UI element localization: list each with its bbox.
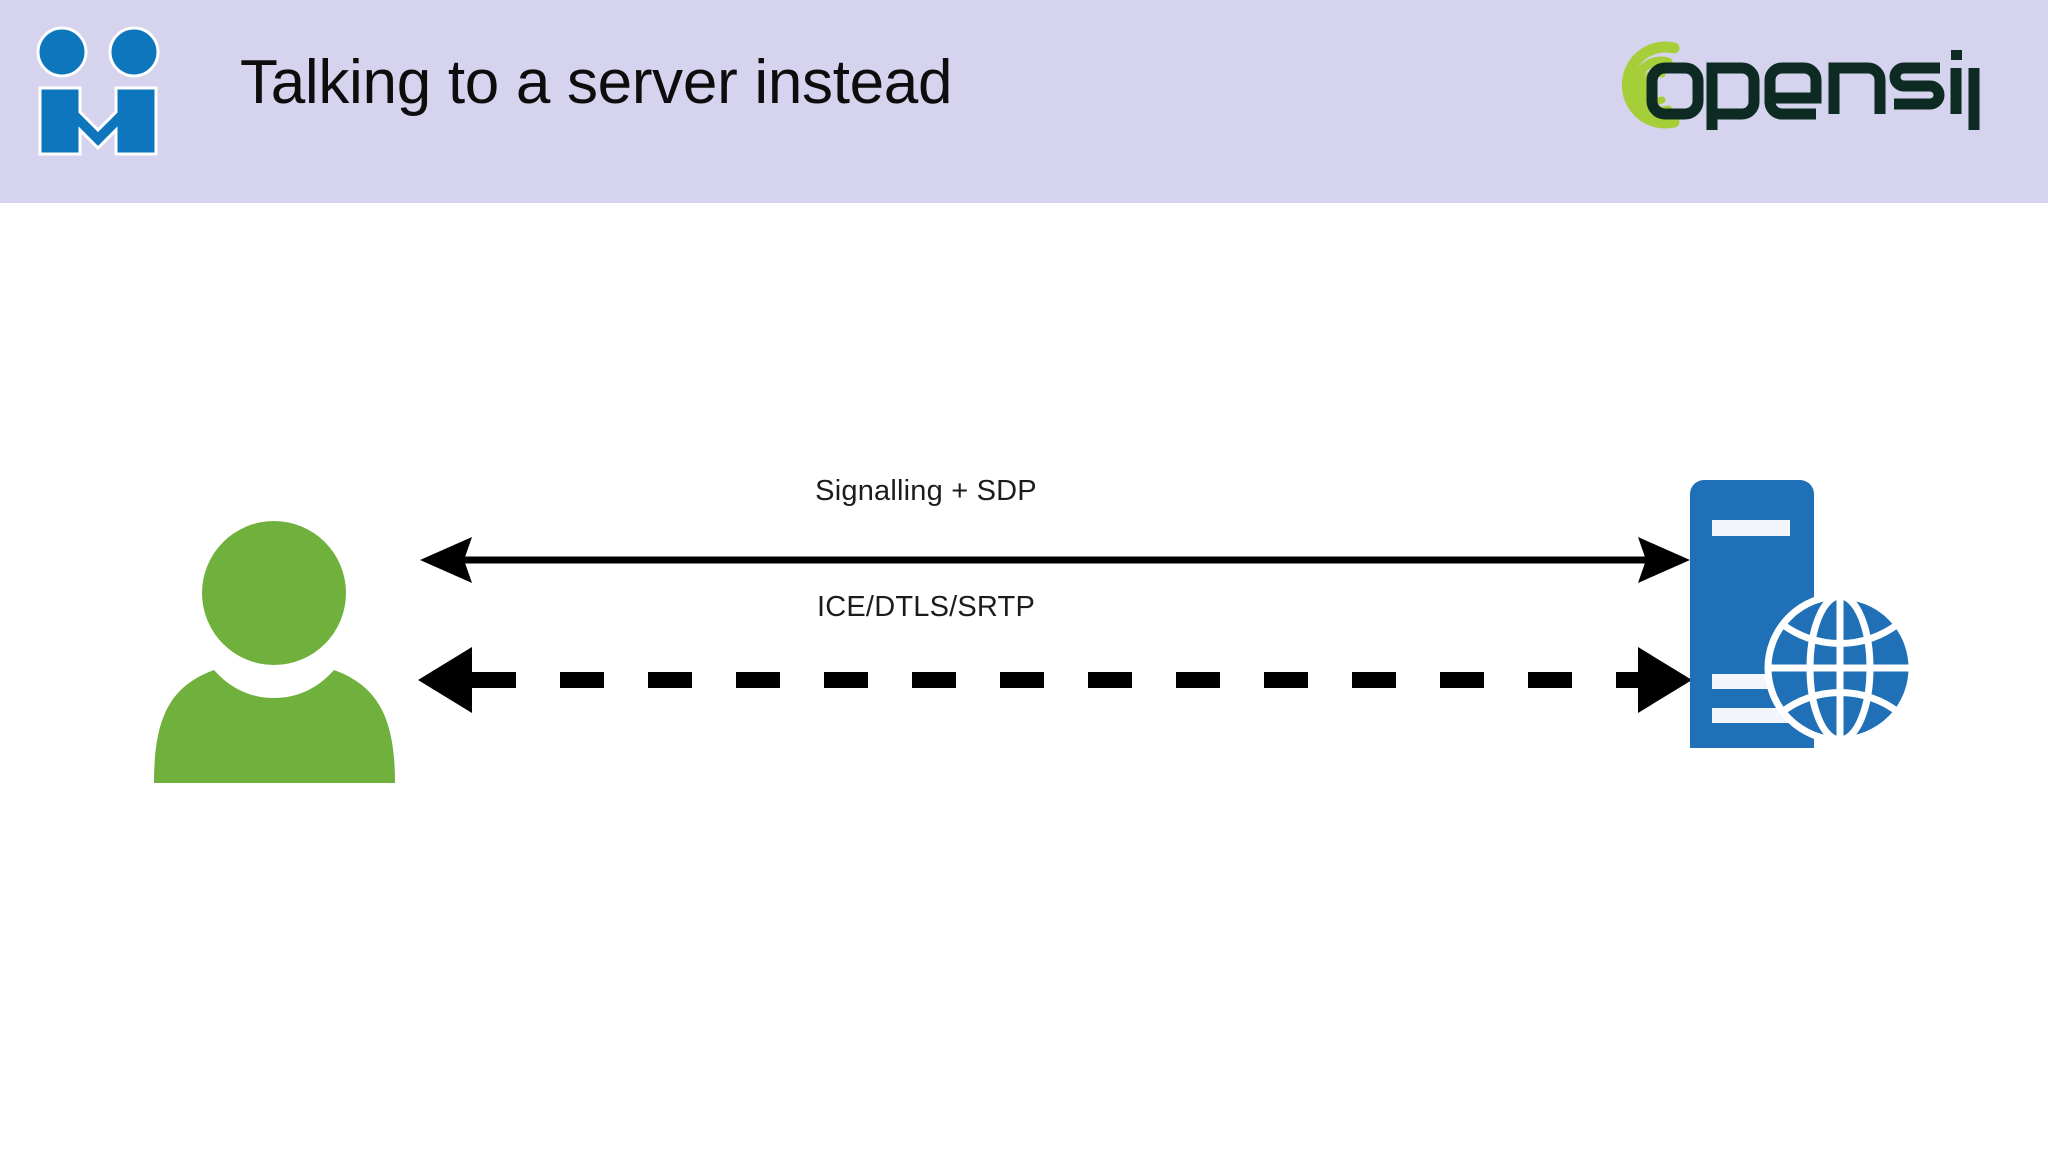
slide-header: Talking to a server instead (0, 0, 2048, 203)
server-globe-icon (1690, 480, 1914, 748)
flow-label-media: ICE/DTLS/SRTP (816, 591, 1036, 623)
diagram-canvas: Signalling + SDP ICE/DTLS/SRTP (0, 203, 2048, 1152)
person-icon (154, 521, 395, 783)
signalling-arrow (420, 537, 1690, 583)
page-title: Talking to a server instead (240, 48, 953, 117)
flow-label-signalling: Signalling + SDP (815, 475, 1037, 507)
media-arrow (418, 647, 1692, 713)
opensips-logo (1621, 41, 1980, 130)
matrix-logo (36, 26, 160, 156)
